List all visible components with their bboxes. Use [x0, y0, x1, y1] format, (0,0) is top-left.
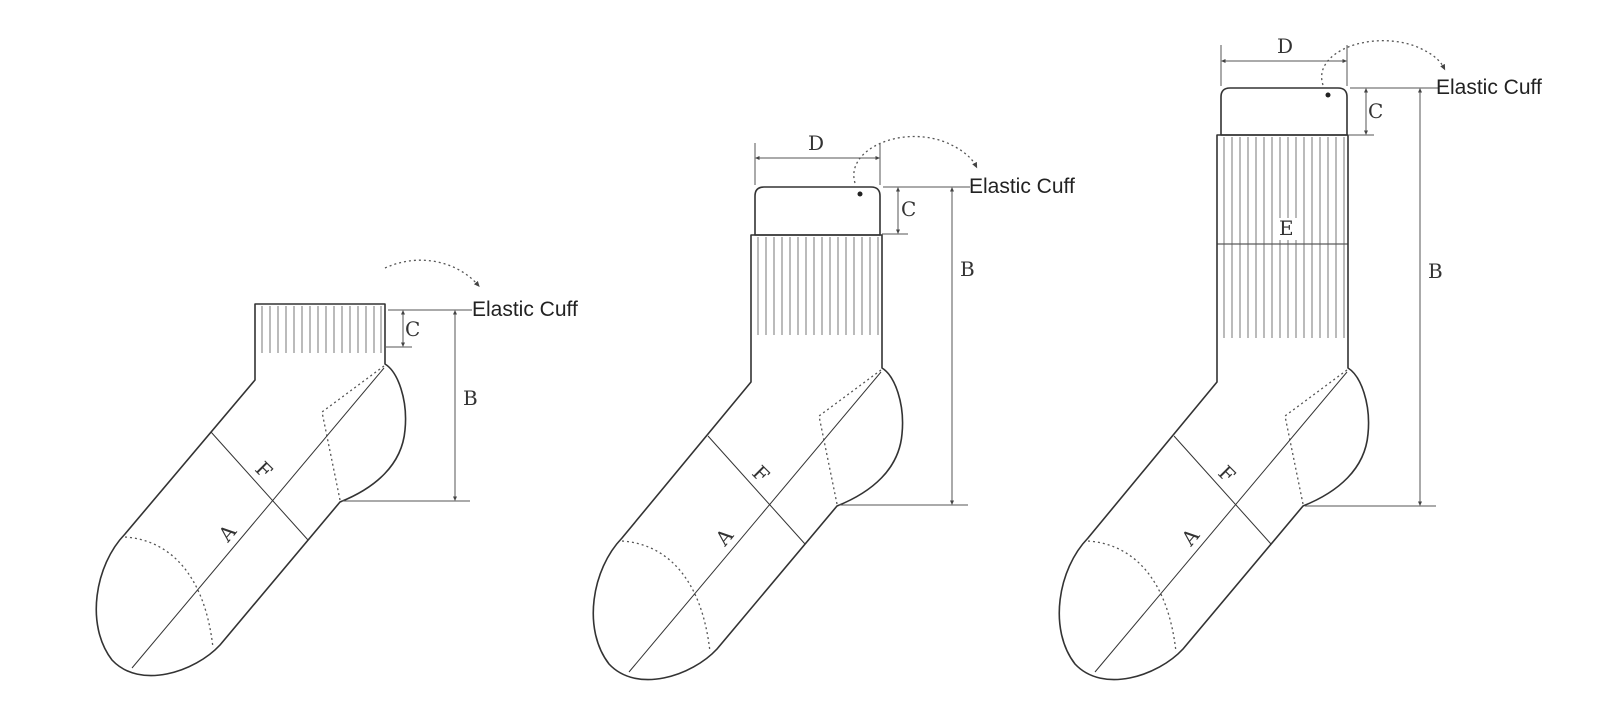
cuff-callout-arrow [853, 135, 978, 184]
width-line-f [210, 431, 309, 541]
label-d: D [808, 131, 824, 155]
width-line-f [1173, 435, 1272, 545]
label-e-background [1276, 218, 1298, 240]
label-d: D [1277, 34, 1293, 58]
crew-sock-outline [592, 234, 904, 681]
width-line-f [707, 435, 806, 545]
label-b: B [463, 386, 478, 410]
length-line-a [628, 371, 882, 673]
label-c: C [405, 317, 420, 341]
crew-elastic-cuff-band [754, 186, 881, 236]
heel-seam [818, 369, 882, 505]
long-sock-outline [1058, 134, 1370, 681]
label-e: E [1279, 216, 1294, 240]
length-line-a [131, 367, 385, 669]
label-f: F [1213, 461, 1240, 488]
long-rib-lines [1223, 137, 1345, 338]
long-elastic-cuff-band [1220, 87, 1348, 136]
ankle-sock-outline [95, 303, 407, 677]
label-f: F [747, 461, 774, 488]
toe-seam [124, 536, 214, 649]
cuff-dot [857, 191, 863, 197]
toe-seam [621, 540, 711, 653]
cuff-dot [1325, 92, 1331, 98]
elastic-cuff-label: Elastic Cuff [472, 298, 578, 321]
long-sock: E A F D B C Elastic Cuff [1058, 34, 1542, 681]
heel-seam [321, 365, 385, 501]
elastic-cuff-label: Elastic Cuff [1436, 76, 1542, 99]
label-c: C [1368, 99, 1383, 123]
heel-seam [1284, 369, 1348, 505]
crew-rib-lines [757, 237, 879, 335]
crew-sock: A F D B C Elastic Cuff [592, 131, 1075, 681]
cuff-callout-arrow [1321, 40, 1446, 86]
label-b: B [1428, 259, 1443, 283]
label-c: C [901, 197, 916, 221]
ankle-rib-lines [261, 306, 382, 353]
elastic-cuff-label: Elastic Cuff [969, 175, 1075, 198]
label-f: F [250, 457, 277, 484]
label-b: B [960, 257, 975, 281]
length-line-a [1094, 371, 1348, 673]
toe-seam [1087, 540, 1177, 653]
cuff-callout-arrow [384, 259, 480, 287]
ankle-sock: A F B C Elastic Cuff [95, 259, 578, 677]
